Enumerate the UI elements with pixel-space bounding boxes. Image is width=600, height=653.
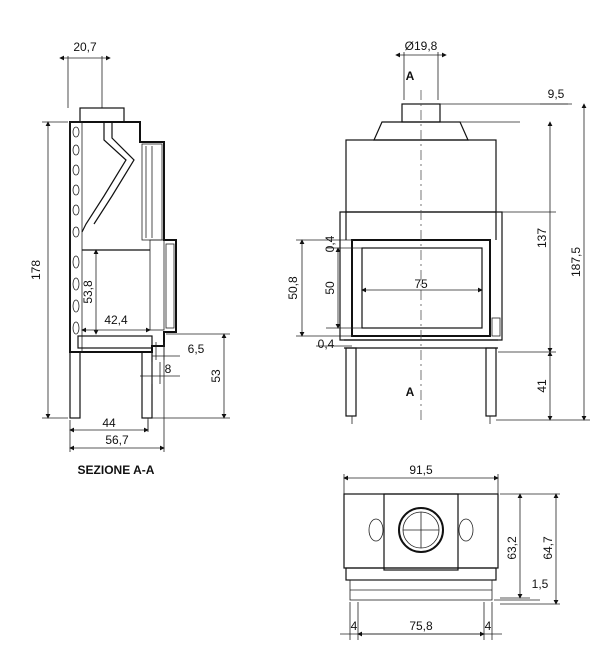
dim-body-height: 137 bbox=[535, 228, 549, 248]
dim-front-offset: 1,5 bbox=[532, 577, 549, 591]
section-marker-top: A bbox=[406, 69, 415, 83]
dim-inner-height: 53,8 bbox=[81, 280, 95, 304]
top-view: 91,5 63,2 64,7 1,5 4 75,8 bbox=[340, 463, 560, 640]
dim-top-width-plan: 91,5 bbox=[409, 463, 433, 477]
dim-side-gap: 6,5 bbox=[188, 342, 205, 356]
dim-side-right: 4 bbox=[485, 619, 492, 633]
dim-depth-inner: 63,2 bbox=[505, 536, 519, 560]
side-view: 20,7 bbox=[29, 40, 230, 477]
section-title: SEZIONE A-A bbox=[78, 463, 155, 477]
dim-glass-height: 50 bbox=[323, 281, 337, 295]
dim-inner-width: 75,8 bbox=[409, 619, 433, 633]
dim-gap-bottom: 0,4 bbox=[318, 337, 335, 351]
dim-glass-height-outer: 50,8 bbox=[286, 276, 300, 300]
dim-flue-offset: 9,5 bbox=[548, 87, 565, 101]
dim-glass-width: 75 bbox=[414, 277, 428, 291]
dim-leg-height: 53 bbox=[209, 369, 223, 383]
dim-total-height: 178 bbox=[29, 260, 43, 280]
dim-base-depth: 44 bbox=[102, 416, 116, 430]
rear-wall-holes bbox=[72, 126, 80, 335]
dim-gap-top: 0,4 bbox=[323, 235, 337, 252]
dim-side-left: 4 bbox=[351, 619, 358, 633]
dim-top-width: 20,7 bbox=[73, 40, 97, 54]
front-view: Ø19,8 A A 9,5 137 bbox=[286, 39, 590, 424]
dim-front-total-height: 187,5 bbox=[569, 247, 583, 277]
dim-gap-small: 8 bbox=[165, 362, 172, 376]
section-marker-bottom: A bbox=[406, 385, 415, 399]
dim-leg-height-front: 41 bbox=[535, 379, 549, 393]
dim-total-depth: 56,7 bbox=[105, 433, 129, 447]
dim-depth-total: 64,7 bbox=[541, 536, 555, 560]
dim-flue-diameter: Ø19,8 bbox=[405, 39, 438, 53]
dim-inner-depth: 42,4 bbox=[104, 313, 128, 327]
